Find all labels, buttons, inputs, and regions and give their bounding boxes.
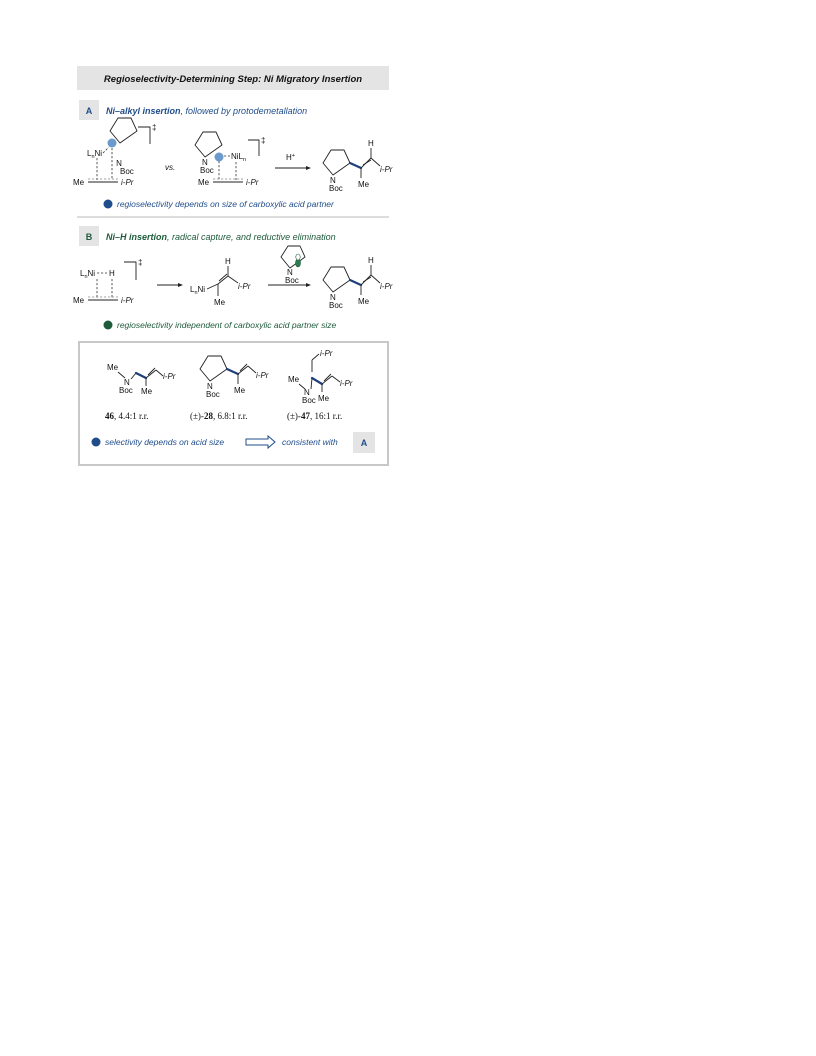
svg-text:‡: ‡ <box>152 123 156 132</box>
reaction-arrow-b2 <box>268 283 311 287</box>
svg-text:Boc: Boc <box>285 276 299 285</box>
panel-b-badge <box>79 226 99 246</box>
svg-text:i-Pr: i-Pr <box>121 296 134 305</box>
svg-text:i-Pr: i-Pr <box>121 178 134 187</box>
svg-text:i-Pr: i-Pr <box>246 178 259 187</box>
product-28: N Boc Me i-Pr <box>199 355 269 399</box>
svg-text:Boc: Boc <box>120 167 134 176</box>
svg-text:i-Pr: i-Pr <box>163 372 176 381</box>
svg-text:Me: Me <box>288 375 300 384</box>
svg-text:N: N <box>202 158 208 167</box>
svg-text:N: N <box>124 378 130 387</box>
svg-text:Boc: Boc <box>329 184 343 193</box>
ni-carbon-highlight-2 <box>214 152 224 162</box>
panel-a-heading: Ni–alkyl insertion, followed by protodem… <box>106 106 307 116</box>
svg-text:Boc: Boc <box>206 390 220 399</box>
svg-text:Me: Me <box>358 180 370 189</box>
implies-arrow-icon <box>245 434 276 450</box>
svg-text:Boc: Boc <box>119 386 133 395</box>
svg-text:N: N <box>304 388 310 397</box>
panel-a-badge <box>79 100 99 120</box>
svg-text:Me: Me <box>358 297 370 306</box>
ts-a1: LnNi N Boc Me i-Pr ‡ <box>73 117 156 187</box>
panel-b-badge-label: B <box>86 232 93 242</box>
svg-text:Boc: Boc <box>200 166 214 175</box>
product-a: N Boc Me H i-Pr <box>322 139 393 193</box>
panel-a-note-bullet <box>103 199 113 209</box>
svg-text:NiLn: NiLn <box>231 152 246 163</box>
svg-text:H: H <box>225 257 231 266</box>
svg-text:LnNi: LnNi <box>80 269 95 280</box>
svg-text:Me: Me <box>234 386 246 395</box>
header-bar <box>77 66 389 90</box>
product-47-label: (±)-47, 16:1 r.r. <box>287 411 342 421</box>
svg-text:Me: Me <box>141 387 153 396</box>
product-46: Me N Boc Me i-Pr <box>107 363 176 396</box>
svg-text:Boc: Boc <box>302 396 316 405</box>
svg-text:i-Pr: i-Pr <box>320 349 333 358</box>
ts-a2: N Boc NiLn Me i-Pr ‡ <box>194 131 265 187</box>
panel-b-note: regioselectivity independent of carboxyl… <box>117 320 337 330</box>
svg-text:Me: Me <box>107 363 119 372</box>
svg-text:i-Pr: i-Pr <box>380 282 393 291</box>
svg-text:Me: Me <box>73 178 85 187</box>
product-b: N Boc Me H i-Pr <box>322 256 393 310</box>
svg-text:H: H <box>368 139 374 148</box>
svg-text:Me: Me <box>73 296 85 305</box>
svg-text:Boc: Boc <box>329 301 343 310</box>
product-47: i-Pr Me N Boc Me i-Pr <box>288 349 353 405</box>
svg-text:H: H <box>109 269 115 278</box>
summary-badge <box>353 432 375 453</box>
products-box <box>78 341 389 466</box>
svg-text:i-Pr: i-Pr <box>340 379 353 388</box>
vs-label: vs. <box>165 163 175 172</box>
svg-text:H+: H+ <box>286 153 295 162</box>
ni-carbon-highlight <box>107 138 117 148</box>
panel-b-heading: Ni–H insertion, radical capture, and red… <box>106 232 336 242</box>
svg-text:Me: Me <box>214 298 226 307</box>
svg-text:Me: Me <box>198 178 210 187</box>
svg-text:N: N <box>330 176 336 185</box>
summary-left: selectivity depends on acid size <box>105 437 224 447</box>
vinyl-nickel: LnNi Me H i-Pr <box>190 257 251 307</box>
svg-text:‡: ‡ <box>138 258 142 267</box>
svg-text:Me: Me <box>318 394 330 403</box>
svg-text:N: N <box>116 159 122 168</box>
pyrrolidinyl-radical: N Boc <box>280 245 306 285</box>
svg-text:i-Pr: i-Pr <box>238 282 251 291</box>
reaction-arrow-a: H+ <box>275 153 311 170</box>
svg-text:i-Pr: i-Pr <box>380 165 393 174</box>
product-28-label: (±)-28, 6.8:1 r.r. <box>190 411 247 421</box>
svg-text:N: N <box>207 382 213 391</box>
svg-text:H: H <box>368 256 374 265</box>
ts-b: LnNi H Me i-Pr ‡ <box>73 258 142 305</box>
svg-text:N: N <box>287 268 293 277</box>
summary-badge-label: A <box>361 438 368 448</box>
svg-text:LnNi: LnNi <box>87 149 102 160</box>
summary-right: consistent with <box>282 437 338 447</box>
svg-text:LnNi: LnNi <box>190 285 205 296</box>
panel-a-badge-label: A <box>86 106 93 116</box>
panel-b-note-bullet <box>103 320 113 330</box>
product-46-label: 46, 4.4:1 r.r. <box>105 411 149 421</box>
panel-a-note: regioselectivity depends on size of carb… <box>117 199 335 209</box>
svg-text:‡: ‡ <box>261 136 265 145</box>
header-title: Regioselectivity-Determining Step: Ni Mi… <box>104 74 362 85</box>
summary-bullet <box>91 437 101 447</box>
reaction-arrow-b1 <box>157 283 183 287</box>
svg-text:N: N <box>330 293 336 302</box>
svg-text:i-Pr: i-Pr <box>256 371 269 380</box>
